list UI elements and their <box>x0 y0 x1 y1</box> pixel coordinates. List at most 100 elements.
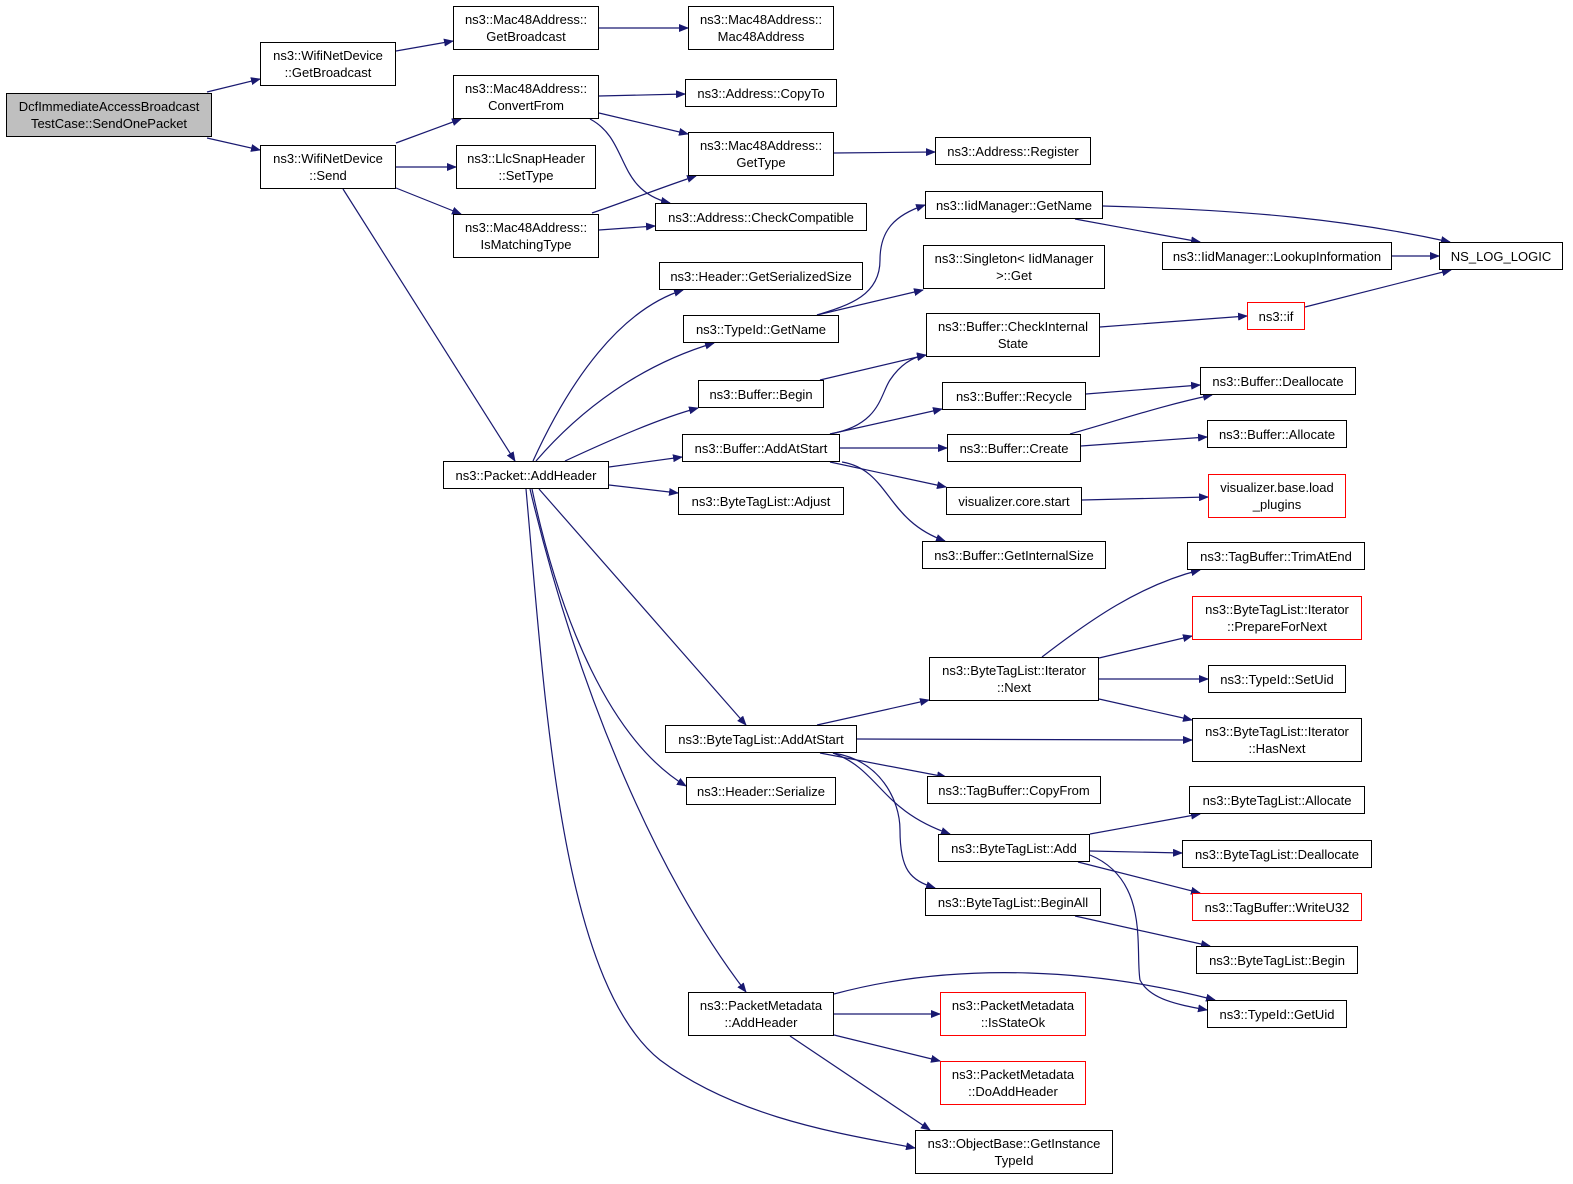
node-bytetaglist-add[interactable]: ns3::ByteTagList::Add <box>938 834 1090 862</box>
edge-packetmetadata-addheader-to-objectbase-getinstancetypeid <box>789 1035 931 1131</box>
node-bytetaglist-begin[interactable]: ns3::ByteTagList::Begin <box>1196 946 1358 974</box>
edge-bytetaglist-add-to-tagbuffer-writeu32 <box>1077 861 1201 895</box>
node-packetmetadata-doaddheader[interactable]: ns3::PacketMetadata ::DoAddHeader <box>940 1061 1086 1105</box>
edge-packet-addheader-to-buffer-addatstart <box>608 454 683 468</box>
edge-packet-addheader-to-packetmetadata-addheader <box>529 488 747 993</box>
edge-buffer-addatstart-to-visualizer-core-start <box>829 461 947 490</box>
node-mac-getbroadcast[interactable]: ns3::Mac48Address:: GetBroadcast <box>453 6 599 50</box>
node-bytetaglist-iterator-preparefornext[interactable]: ns3::ByteTagList::Iterator ::PrepareForN… <box>1192 596 1362 640</box>
node-tagbuffer-copyfrom[interactable]: ns3::TagBuffer::CopyFrom <box>927 776 1101 804</box>
edge-buffer-create-to-buffer-allocate <box>1080 433 1208 447</box>
node-packetmetadata-addheader[interactable]: ns3::PacketMetadata ::AddHeader <box>688 992 834 1036</box>
node-visualizer-core-start[interactable]: visualizer.core.start <box>946 487 1082 515</box>
node-objectbase-getinstancetypeid[interactable]: ns3::ObjectBase::GetInstance TypeId <box>915 1130 1113 1174</box>
edge-mac-ismatchingtype-to-address-checkcompatible <box>598 222 656 231</box>
edge-bytetaglist-addatstart-to-bytetaglist-iterator-next <box>816 698 930 726</box>
node-ns-log-logic[interactable]: NS_LOG_LOGIC <box>1439 242 1563 270</box>
edge-root-to-wifi-send <box>206 137 261 152</box>
node-packet-addheader[interactable]: ns3::Packet::AddHeader <box>443 461 609 489</box>
node-iidmanager-lookupinformation[interactable]: ns3::IidManager::LookupInformation <box>1162 242 1392 270</box>
edge-packet-addheader-to-objectbase-getinstancetypeid <box>525 488 916 1151</box>
node-address-checkcompatible[interactable]: ns3::Address::CheckCompatible <box>655 203 867 231</box>
edge-mac-gettype-to-address-register <box>833 148 936 157</box>
edge-mac-convertfrom-to-address-copyto <box>598 90 686 99</box>
edge-buffer-addatstart-to-buffer-checkinternalstate <box>829 352 927 435</box>
edge-packet-addheader-to-bytetaglist-addatstart <box>538 488 747 726</box>
edge-buffer-recycle-to-buffer-deallocate <box>1085 381 1201 395</box>
node-typeid-setuid[interactable]: ns3::TypeId::SetUid <box>1208 665 1346 693</box>
node-wifi-send[interactable]: ns3::WifiNetDevice ::Send <box>260 145 396 189</box>
edge-visualizer-core-start-to-visualizer-base-load-plugins <box>1081 493 1209 502</box>
edge-root-to-wifi-getbroadcast <box>206 77 261 93</box>
edge-ns3-if-to-ns-log-logic <box>1304 268 1452 308</box>
node-address-register[interactable]: ns3::Address::Register <box>935 137 1091 165</box>
edge-bytetaglist-add-to-bytetaglist-allocate <box>1089 811 1201 835</box>
node-bytetaglist-iterator-next[interactable]: ns3::ByteTagList::Iterator ::Next <box>929 657 1099 701</box>
edge-bytetaglist-addatstart-to-bytetaglist-beginall <box>832 752 936 890</box>
edge-typeid-getname-to-singleton-get <box>816 288 924 316</box>
edge-mac-ismatchingtype-to-mac-gettype <box>591 175 697 214</box>
edge-iidmanager-getname-to-iidmanager-lookupinformation <box>1074 218 1201 245</box>
edge-typeid-getname-to-iidmanager-getname <box>816 204 926 316</box>
edge-buffer-addatstart-to-buffer-getinternalsize <box>841 461 946 542</box>
node-tagbuffer-trimatend[interactable]: ns3::TagBuffer::TrimAtEnd <box>1187 542 1365 570</box>
node-buffer-allocate[interactable]: ns3::Buffer::Allocate <box>1207 420 1347 448</box>
node-llcsnap-settype[interactable]: ns3::LlcSnapHeader ::SetType <box>456 145 596 189</box>
node-buffer-getinternalsize[interactable]: ns3::Buffer::GetInternalSize <box>922 541 1106 569</box>
edge-packetmetadata-addheader-to-packetmetadata-doaddheader <box>833 1034 941 1063</box>
edge-bytetaglist-addatstart-to-tagbuffer-copyfrom <box>819 752 947 780</box>
edge-packetmetadata-addheader-to-typeid-getuid <box>833 972 1216 1002</box>
node-mac-ctor[interactable]: ns3::Mac48Address:: Mac48Address <box>688 6 834 50</box>
edge-wifi-send-to-packet-addheader <box>342 188 516 462</box>
node-header-serialize[interactable]: ns3::Header::Serialize <box>686 777 836 805</box>
edge-bytetaglist-addatstart-to-bytetaglist-add <box>832 752 951 835</box>
node-typeid-getname[interactable]: ns3::TypeId::GetName <box>683 315 839 343</box>
edge-packet-addheader-to-buffer-begin <box>564 406 699 462</box>
node-bytetaglist-addatstart[interactable]: ns3::ByteTagList::AddAtStart <box>665 725 857 753</box>
node-singleton-get[interactable]: ns3::Singleton< IidManager >::Get <box>923 245 1105 289</box>
edge-buffer-addatstart-to-buffer-recycle <box>829 407 943 435</box>
edge-buffer-checkinternalstate-to-ns3-if <box>1099 312 1248 328</box>
edge-bytetaglist-iterator-next-to-tagbuffer-trimatend <box>1041 568 1201 658</box>
node-header-getserializedsize[interactable]: ns3::Header::GetSerializedSize <box>659 262 863 290</box>
edge-bytetaglist-addatstart-to-bytetaglist-iterator-hasnext <box>856 735 1193 744</box>
node-buffer-begin[interactable]: ns3::Buffer::Begin <box>698 380 824 408</box>
edge-packet-addheader-to-typeid-getname <box>535 341 715 462</box>
edge-wifi-send-to-mac-ismatchingtype <box>395 187 462 215</box>
node-typeid-getuid[interactable]: ns3::TypeId::GetUid <box>1207 1000 1347 1028</box>
node-bytetaglist-iterator-hasnext[interactable]: ns3::ByteTagList::Iterator ::HasNext <box>1192 718 1362 762</box>
node-wifi-getbroadcast[interactable]: ns3::WifiNetDevice ::GetBroadcast <box>260 42 396 86</box>
edge-iidmanager-getname-to-ns-log-logic <box>1102 205 1451 244</box>
node-bytetaglist-beginall[interactable]: ns3::ByteTagList::BeginAll <box>925 888 1101 916</box>
edge-buffer-begin-to-buffer-checkinternalstate <box>819 353 927 381</box>
node-buffer-recycle[interactable]: ns3::Buffer::Recycle <box>942 382 1086 410</box>
edge-packet-addheader-to-header-serialize <box>531 488 687 787</box>
edge-buffer-create-to-buffer-deallocate <box>1069 392 1213 435</box>
edge-bytetaglist-iterator-next-to-bytetaglist-iterator-preparefornext <box>1098 634 1193 659</box>
node-packetmetadata-isstateok[interactable]: ns3::PacketMetadata ::IsStateOk <box>940 992 1086 1036</box>
node-visualizer-base-load-plugins[interactable]: visualizer.base.load _plugins <box>1208 474 1346 518</box>
node-buffer-addatstart[interactable]: ns3::Buffer::AddAtStart <box>682 434 840 462</box>
node-mac-convertfrom[interactable]: ns3::Mac48Address:: ConvertFrom <box>453 75 599 119</box>
node-mac-ismatchingtype[interactable]: ns3::Mac48Address:: IsMatchingType <box>453 214 599 258</box>
edge-wifi-getbroadcast-to-mac-getbroadcast <box>395 38 454 52</box>
node-buffer-checkinternalstate[interactable]: ns3::Buffer::CheckInternal State <box>926 313 1100 357</box>
node-ns3-if[interactable]: ns3::if <box>1247 302 1305 330</box>
edge-packet-addheader-to-header-getserializedsize <box>532 288 684 462</box>
node-buffer-deallocate[interactable]: ns3::Buffer::Deallocate <box>1200 367 1356 395</box>
node-bytetaglist-deallocate[interactable]: ns3::ByteTagList::Deallocate <box>1182 840 1372 868</box>
edge-bytetaglist-add-to-typeid-getuid <box>1089 854 1208 1013</box>
edge-bytetaglist-beginall-to-bytetaglist-begin <box>1074 915 1211 948</box>
edge-bytetaglist-iterator-next-to-bytetaglist-iterator-hasnext <box>1098 698 1193 722</box>
edge-mac-convertfrom-to-address-checkcompatible <box>589 118 671 205</box>
node-bytetaglist-adjust[interactable]: ns3::ByteTagList::Adjust <box>678 487 844 515</box>
node-root[interactable]: DcfImmediateAccessBroadcast TestCase::Se… <box>6 93 212 137</box>
node-iidmanager-getname[interactable]: ns3::IidManager::GetName <box>925 191 1103 219</box>
node-mac-gettype[interactable]: ns3::Mac48Address:: GetType <box>688 132 834 176</box>
node-tagbuffer-writeu32[interactable]: ns3::TagBuffer::WriteU32 <box>1192 893 1362 921</box>
node-bytetaglist-allocate[interactable]: ns3::ByteTagList::Allocate <box>1189 786 1365 814</box>
node-address-copyto[interactable]: ns3::Address::CopyTo <box>685 79 837 107</box>
node-buffer-create[interactable]: ns3::Buffer::Create <box>947 434 1081 462</box>
